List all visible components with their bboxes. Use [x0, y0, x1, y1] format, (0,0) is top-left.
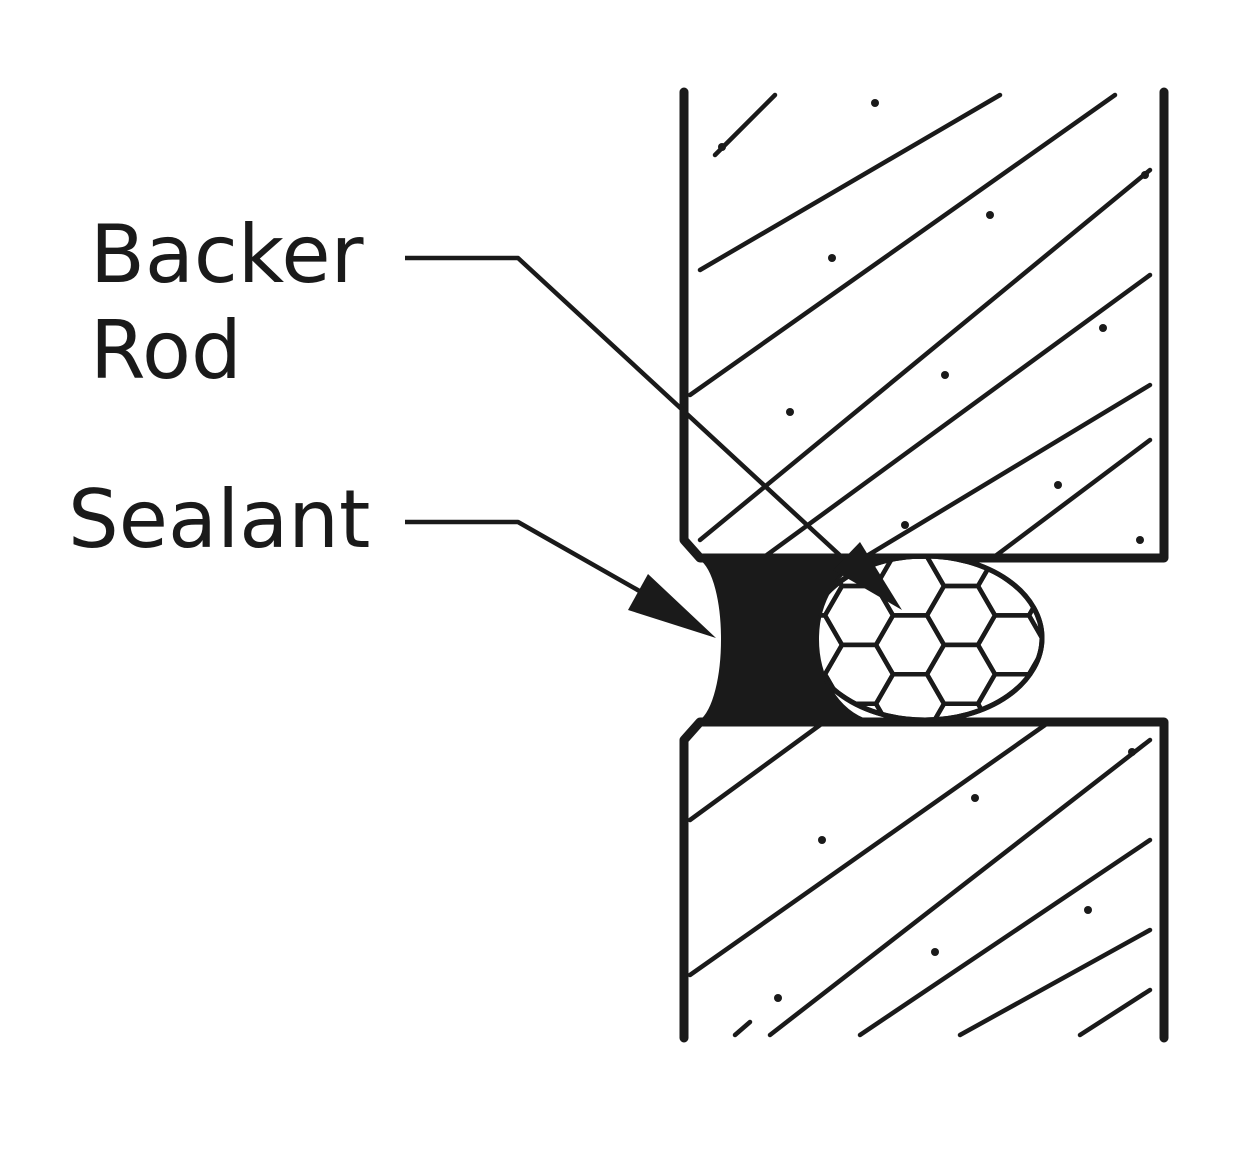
backer-rod-cell	[774, 733, 842, 792]
upper-hatch-dot	[828, 254, 836, 262]
lower-hatch-line	[957, 927, 1153, 1038]
backer-rod-cell	[1080, 733, 1148, 792]
backer-rod-cell	[927, 763, 995, 822]
upper-hatch-line	[988, 437, 1153, 558]
sealant-fill	[695, 556, 871, 724]
upper-hatch-dot	[986, 211, 994, 219]
lower-hatch-line	[1077, 987, 1153, 1038]
upper-substrate-outline	[679, 87, 1169, 563]
lower-hatch-line	[767, 737, 1153, 1038]
upper-hatch-dot	[1054, 481, 1062, 489]
lower-hatch-dot	[931, 948, 939, 956]
lower-substrate-hatching	[687, 722, 1153, 1038]
backer-rod-cell	[723, 822, 791, 881]
backer-rod-leader-line	[405, 255, 860, 574]
backer-rod-cell	[1029, 763, 1097, 822]
upper-hatch-line	[697, 92, 1003, 273]
lower-hatch-dot	[1128, 748, 1136, 756]
upper-hatch-dot	[941, 371, 949, 379]
backer-rod-cell	[1080, 557, 1148, 616]
upper-substrate-hatching	[687, 92, 1153, 558]
upper-hatch-dot	[786, 408, 794, 416]
backer-rod-cell	[825, 468, 893, 527]
backer-rod-cell	[1080, 498, 1148, 557]
lower-hatch-dot	[1084, 906, 1092, 914]
upper-hatch-dot	[1136, 536, 1144, 544]
upper-hatch-line	[697, 167, 1153, 543]
sealant-leader-line	[405, 519, 652, 599]
upper-hatch-dot	[1141, 171, 1149, 179]
backer-rod-cell	[873, 556, 947, 559]
backer-rod-cell	[774, 792, 842, 851]
lower-hatch-dot	[818, 836, 826, 844]
backer-rod-cell	[1026, 583, 1042, 648]
sealant-label: Sealant	[68, 473, 370, 566]
lower-hatch-line	[687, 722, 1048, 978]
upper-hatch-line	[687, 92, 1118, 398]
backer-rod-cell	[1026, 701, 1042, 720]
upper-hatch-dot	[901, 521, 909, 529]
lower-hatch-line	[857, 837, 1153, 1038]
lower-hatch-dot	[774, 994, 782, 1002]
backer-rod-cell	[927, 822, 995, 881]
backer-rod-label-line2: Rod	[90, 304, 242, 397]
upper-hatch-dot	[871, 99, 879, 107]
backer-rod-cell	[1080, 792, 1148, 851]
backer-rod-cell	[876, 733, 944, 792]
backer-rod-label-line1: Backer	[90, 208, 364, 301]
sealant-arrowhead	[628, 574, 716, 638]
upper-hatch-line	[758, 272, 1153, 558]
backer-rod-cell	[978, 792, 1046, 851]
backer-rod-cell	[1080, 615, 1148, 674]
backer-rod-arrowhead	[833, 542, 902, 610]
upper-hatch-dot	[1099, 324, 1107, 332]
upper-hatch-dot	[718, 143, 726, 151]
lower-hatch-line	[687, 722, 823, 823]
lower-hatch-dot	[971, 794, 979, 802]
backer-rod-cell	[1029, 468, 1097, 527]
backer-rod	[723, 468, 1148, 881]
backer-rod-cell	[825, 763, 893, 822]
backer-rod-cell	[1029, 822, 1097, 881]
upper-hatch-line	[858, 382, 1153, 558]
lower-hatch-line	[732, 1019, 753, 1038]
